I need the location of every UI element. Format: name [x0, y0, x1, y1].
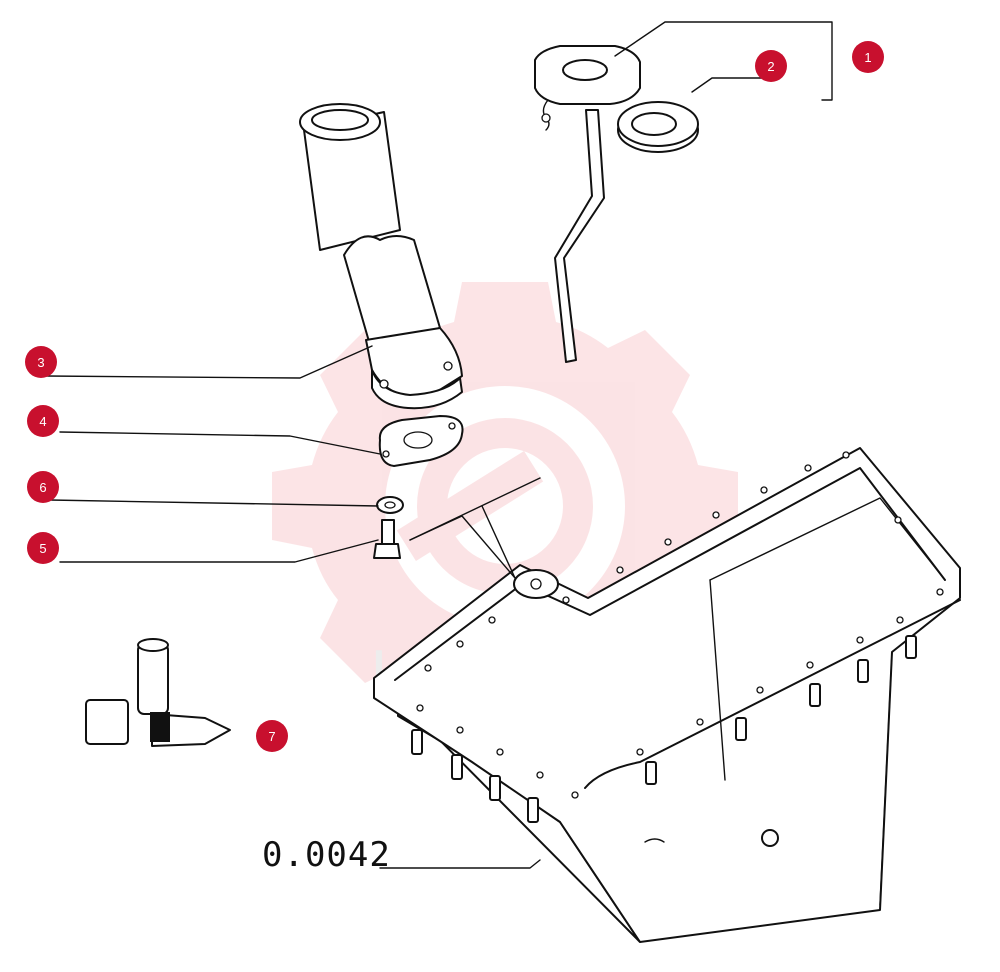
- flange-gasket: [378, 415, 464, 467]
- svg-text:7: 7: [268, 729, 275, 744]
- leader-lines: [45, 21, 833, 869]
- filler-cap-with-dipstick: [534, 45, 641, 363]
- washer: [376, 496, 404, 514]
- callout-6: 6: [27, 471, 59, 503]
- pan-studs: [411, 635, 917, 823]
- flange-bolt-holes: [416, 451, 944, 799]
- clip-kit: [85, 638, 231, 747]
- filler-tube: [299, 103, 463, 410]
- assembly-number: 0.0042: [262, 835, 391, 875]
- oil-pan: [373, 447, 961, 943]
- callout-7: 7: [256, 720, 288, 752]
- svg-text:2: 2: [767, 59, 774, 74]
- callout-5: 5: [27, 532, 59, 564]
- svg-text:3: 3: [37, 355, 44, 370]
- callout-4: 4: [27, 405, 59, 437]
- callout-3: 3: [25, 346, 57, 378]
- bolt: [373, 519, 401, 559]
- svg-text:4: 4: [39, 414, 46, 429]
- seal-ring: [617, 101, 699, 153]
- callout-1: 1: [852, 41, 884, 73]
- callout-2: 2: [755, 50, 787, 82]
- svg-text:6: 6: [39, 480, 46, 495]
- svg-text:5: 5: [39, 541, 46, 556]
- svg-text:1: 1: [864, 50, 871, 65]
